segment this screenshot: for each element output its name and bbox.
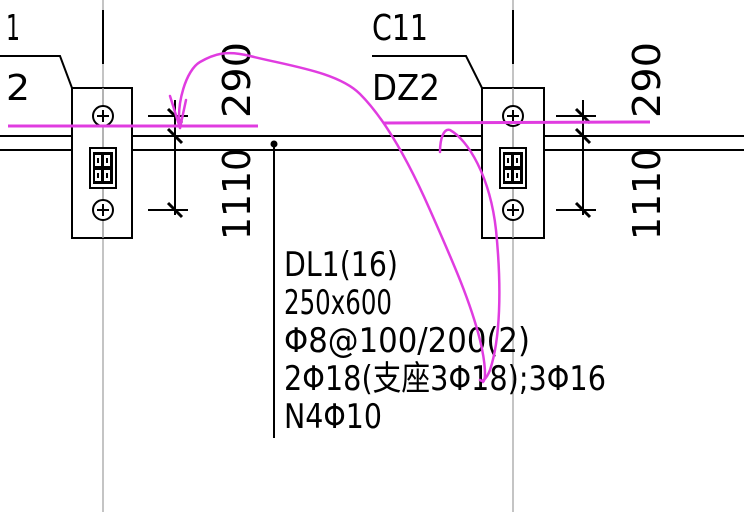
markup-freehand-arrow [177,51,487,384]
embedded-plate-icon [89,147,117,189]
bolt-icon [502,199,524,221]
beam-annotation-line3: Φ8@100/200(2) [284,321,530,361]
markup-arrowhead [168,94,188,130]
markup-line-right [383,120,651,125]
beam-annotation-line1: DL1(16) [284,245,398,285]
dimension-tick [574,201,592,219]
beam-annotation-line4: 2Φ18(支座3Φ18);3Φ16 [284,359,606,399]
dimension-text-lower-left: 1110 [215,148,259,240]
column-leader-right [372,55,483,89]
markup-freehand-stroke [438,128,501,382]
bolt-icon [92,199,114,221]
beam-annotation-line5: N4Φ10 [284,397,382,437]
dimension-tick [166,201,184,219]
column-label-right: DZ2 [372,68,440,109]
dimension-text-upper-right: 290 [625,42,669,118]
dimension-tick [166,127,184,145]
dimension-text-lower-right: 1110 [625,148,669,240]
column-label-right-top: C11 [372,8,428,49]
column-label-left-top: 1 [6,8,20,49]
embedded-plate-icon [499,147,527,189]
dimension-tick [574,127,592,145]
beam-annotation-line2: 250x600 [284,283,392,323]
column-leader-left [0,55,73,89]
dimension-tick [574,107,592,125]
column-label-left: 2 [6,68,30,109]
bolt-icon [92,105,114,127]
